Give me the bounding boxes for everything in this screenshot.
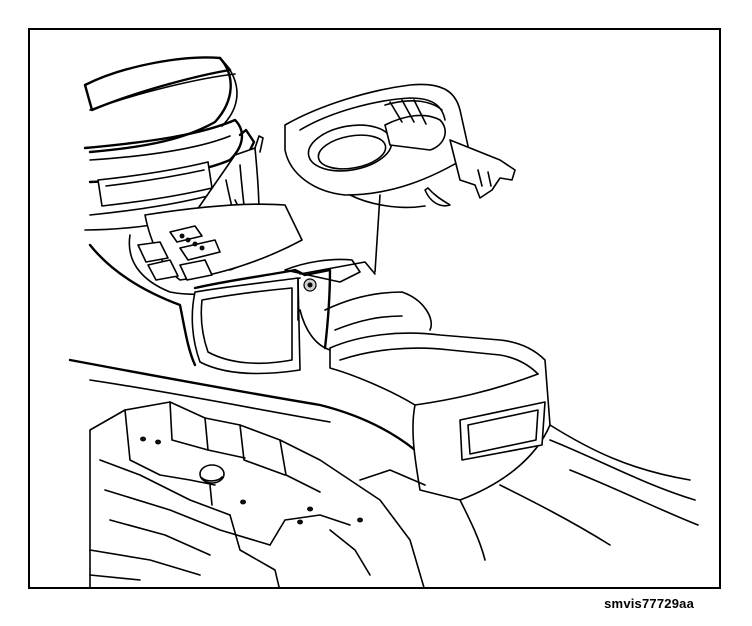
leader-line	[297, 194, 381, 321]
cup-holder-insert	[284, 83, 516, 209]
shift-plate	[128, 203, 303, 296]
instrument-panel	[83, 56, 244, 231]
floor-bracket	[89, 401, 426, 587]
illustration-frame	[28, 28, 721, 589]
center-console-drawing	[68, 56, 699, 587]
console-body	[68, 243, 417, 452]
figure-code: smvis77729aa	[604, 596, 694, 611]
armrest-console	[284, 258, 699, 561]
